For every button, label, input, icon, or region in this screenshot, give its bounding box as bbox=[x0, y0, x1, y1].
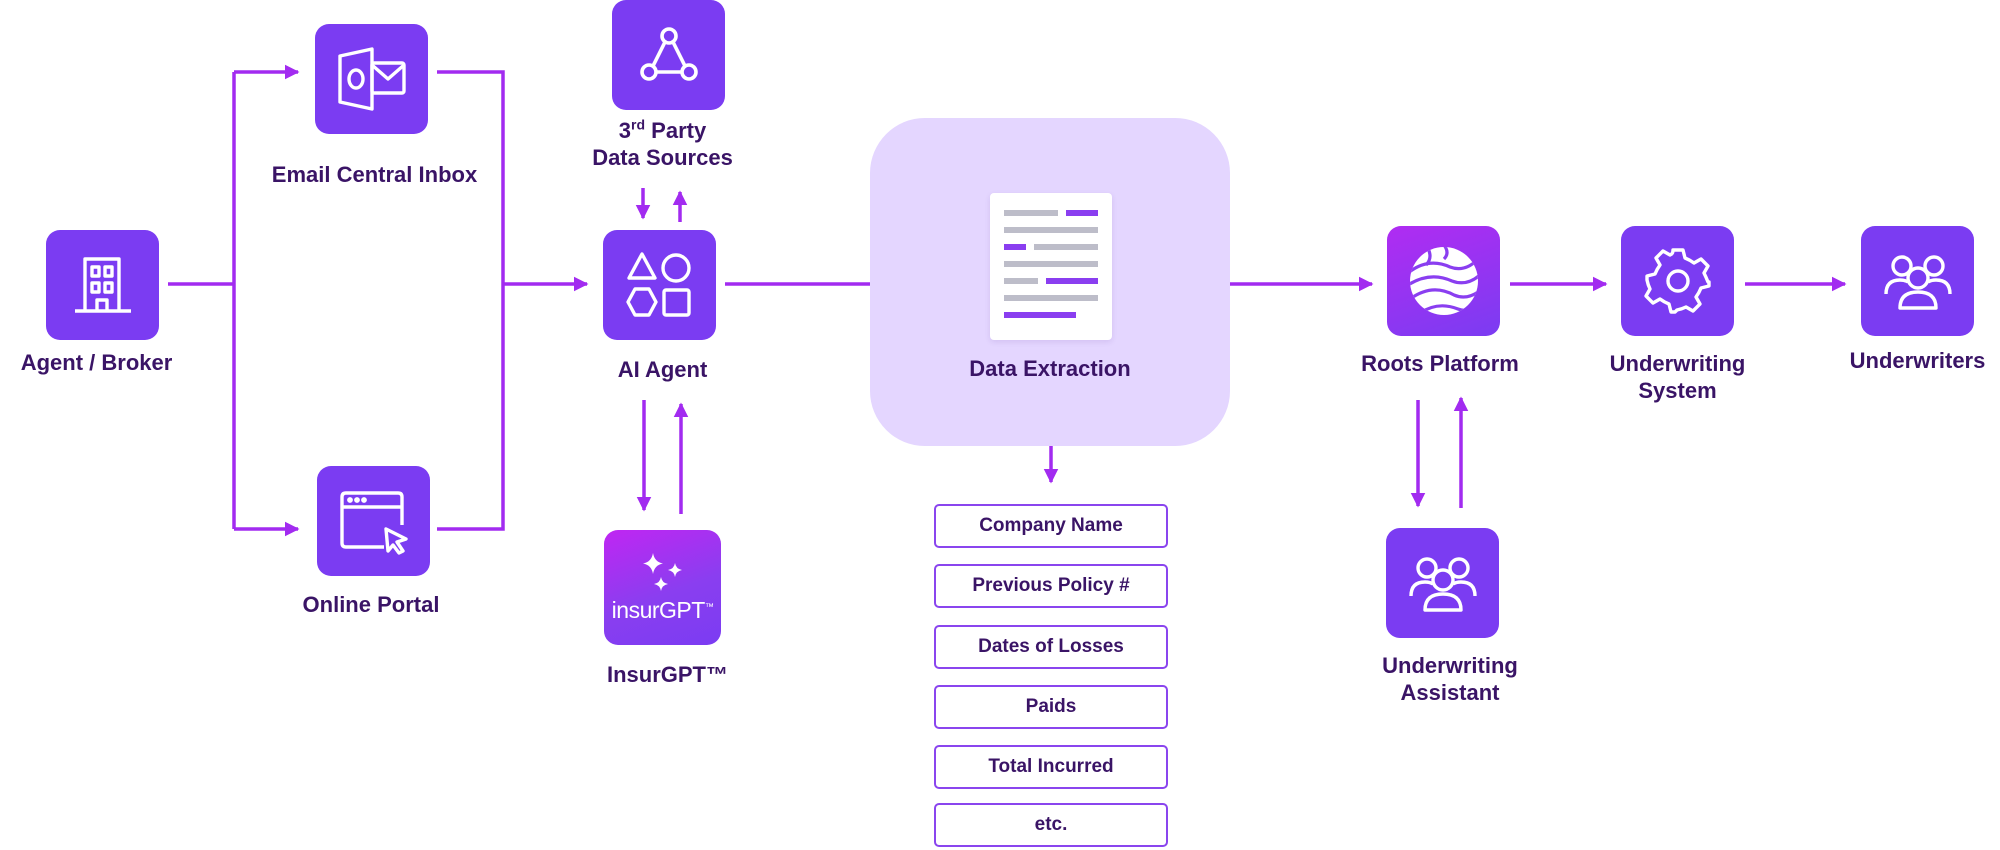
third-party-label: 3rd Party Data Sources bbox=[580, 117, 745, 171]
browser-cursor-icon bbox=[339, 491, 408, 555]
underwriters-node[interactable] bbox=[1861, 226, 1974, 336]
agent-broker-node[interactable] bbox=[46, 230, 159, 340]
document-icon[interactable] bbox=[990, 193, 1112, 340]
field-total-incurred: Total Incurred bbox=[934, 745, 1168, 789]
underwriters-label: Underwriters bbox=[1849, 348, 1986, 373]
email-inbox-node[interactable] bbox=[315, 24, 428, 134]
building-icon bbox=[74, 257, 131, 313]
online-portal-label: Online Portal bbox=[302, 592, 440, 617]
underwriting-assistant-node[interactable] bbox=[1386, 528, 1499, 638]
third-party-label-line1: 3rd Party bbox=[618, 116, 707, 143]
roots-globe-icon bbox=[1409, 247, 1478, 315]
outlook-mail-icon bbox=[337, 47, 406, 111]
field-previous-policy: Previous Policy # bbox=[934, 564, 1168, 608]
ai-agent-label: AI Agent bbox=[617, 357, 708, 382]
underwriting-assistant-label: Underwriting Assistant bbox=[1382, 653, 1518, 705]
online-portal-node[interactable] bbox=[317, 466, 430, 576]
third-party-node[interactable] bbox=[612, 0, 725, 110]
third-party-label-line2: Data Sources bbox=[592, 145, 733, 170]
connector-email-out bbox=[437, 70, 505, 531]
document-lines bbox=[1004, 210, 1098, 318]
shapes-icon bbox=[625, 252, 691, 317]
field-company-name: Company Name bbox=[934, 504, 1168, 548]
roots-platform-node[interactable] bbox=[1387, 226, 1500, 336]
data-extraction-label: Data Extraction bbox=[969, 356, 1131, 381]
field-paids: Paids bbox=[934, 685, 1168, 729]
email-inbox-label: Email Central Inbox bbox=[271, 162, 478, 187]
field-dates-of-losses: Dates of Losses bbox=[934, 625, 1168, 669]
ai-agent-node[interactable] bbox=[603, 230, 716, 340]
insurgpt-label: InsurGPT™ bbox=[606, 662, 728, 687]
gear-icon bbox=[1643, 248, 1711, 314]
users-group-icon bbox=[1883, 255, 1952, 310]
underwriting-system-label: Underwriting System bbox=[1609, 351, 1746, 403]
insurgpt-node[interactable]: insurGPT™ bbox=[604, 530, 721, 645]
users-group-icon bbox=[1408, 557, 1477, 612]
agent-broker-label: Agent / Broker bbox=[20, 350, 173, 375]
sparkles-icon bbox=[642, 553, 682, 591]
insurgpt-logo-text: insurGPT™ bbox=[611, 597, 714, 623]
roots-platform-label: Roots Platform bbox=[1361, 351, 1519, 376]
network-nodes-icon bbox=[639, 27, 698, 81]
field-etc: etc. bbox=[934, 803, 1168, 847]
underwriting-system-node[interactable] bbox=[1621, 226, 1734, 336]
